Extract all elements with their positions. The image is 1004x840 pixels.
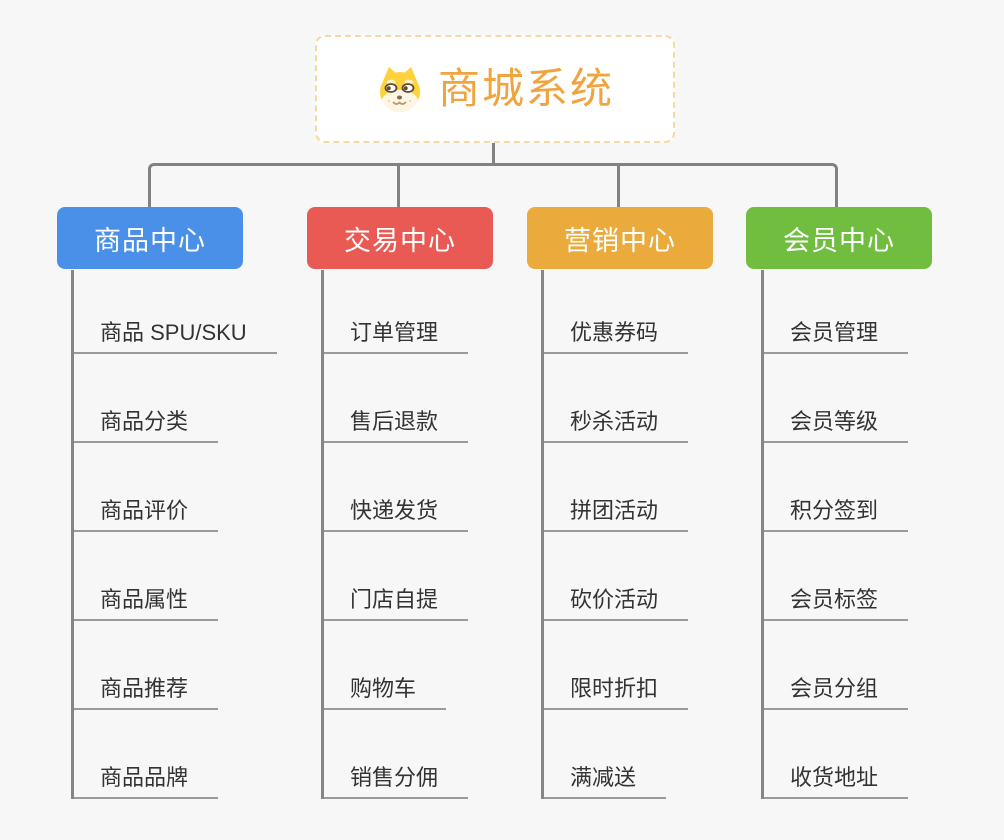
- leaf-item[interactable]: 商品评价: [74, 443, 277, 532]
- leaf-item[interactable]: 门店自提: [324, 532, 469, 621]
- leaf-item[interactable]: 购物车: [324, 621, 468, 710]
- leaf-label: 优惠券码: [544, 320, 689, 354]
- leaf-label: 快递发货: [324, 498, 469, 532]
- leaf-item[interactable]: 积分签到: [764, 443, 909, 532]
- leaf-label: 商品推荐: [74, 676, 219, 710]
- leaf-item[interactable]: 收货地址: [764, 710, 909, 799]
- leaf-label: 订单管理: [324, 320, 469, 354]
- leaf-label: 砍价活动: [544, 587, 689, 621]
- leaf-item[interactable]: 售后退款: [324, 354, 469, 443]
- root-title: 商城系统: [437, 65, 614, 112]
- leaf-item[interactable]: 快递发货: [324, 443, 469, 532]
- leaf-label: 销售分佣: [324, 765, 469, 799]
- leaf-item[interactable]: 优惠券码: [544, 270, 689, 354]
- leaf-label: 积分签到: [764, 498, 909, 532]
- leaf-item[interactable]: 商品推荐: [74, 621, 277, 710]
- leaf-item[interactable]: 销售分佣: [324, 710, 469, 799]
- branch-node-trade[interactable]: 交易中心: [307, 207, 493, 269]
- leaf-label: 售后退款: [324, 409, 469, 443]
- leaf-label: 商品品牌: [74, 765, 219, 799]
- leaf-item[interactable]: 会员分组: [764, 621, 909, 710]
- leaf-label: 商品评价: [74, 498, 219, 532]
- subtree-trade: 订单管理 售后退款 快递发货 门店自提 购物车 销售分佣: [321, 270, 469, 799]
- leaf-label: 限时折扣: [544, 676, 689, 710]
- leaf-item[interactable]: 秒杀活动: [544, 354, 689, 443]
- branch-node-marketing[interactable]: 营销中心: [527, 207, 713, 269]
- branch-drop-line: [617, 165, 620, 207]
- leaf-item[interactable]: 商品属性: [74, 532, 277, 621]
- leaf-item[interactable]: 限时折扣: [544, 621, 689, 710]
- leaf-item[interactable]: 商品品牌: [74, 710, 277, 799]
- leaf-item[interactable]: 会员管理: [764, 270, 909, 354]
- leaf-item[interactable]: 拼团活动: [544, 443, 689, 532]
- leaf-item[interactable]: 商品分类: [74, 354, 277, 443]
- leaf-label: 满减送: [544, 765, 667, 799]
- leaf-item[interactable]: 商品 SPU/SKU: [74, 270, 277, 354]
- branch-node-member[interactable]: 会员中心: [746, 207, 932, 269]
- leaf-item[interactable]: 会员标签: [764, 532, 909, 621]
- leaf-label: 商品分类: [74, 409, 219, 443]
- branch-drop-line: [397, 165, 400, 207]
- leaf-label: 商品属性: [74, 587, 219, 621]
- leaf-label: 购物车: [324, 676, 447, 710]
- branch-node-product[interactable]: 商品中心: [57, 207, 243, 269]
- leaf-item[interactable]: 会员等级: [764, 354, 909, 443]
- leaf-label: 门店自提: [324, 587, 469, 621]
- leaf-label: 商品 SPU/SKU: [74, 320, 277, 354]
- leaf-label: 会员分组: [764, 676, 909, 710]
- leaf-item[interactable]: 满减送: [544, 710, 688, 799]
- subtree-marketing: 优惠券码 秒杀活动 拼团活动 砍价活动 限时折扣 满减送: [541, 270, 689, 799]
- trunk-connector-line: [148, 163, 838, 207]
- leaf-label: 拼团活动: [544, 498, 689, 532]
- root-connector-line: [492, 141, 495, 164]
- leaf-label: 会员标签: [764, 587, 909, 621]
- leaf-label: 会员等级: [764, 409, 909, 443]
- leaf-label: 秒杀活动: [544, 409, 689, 443]
- root-node[interactable]: 商城系统: [315, 35, 675, 143]
- leaf-label: 收货地址: [764, 765, 909, 799]
- leaf-item[interactable]: 砍价活动: [544, 532, 689, 621]
- doge-icon: [376, 65, 424, 113]
- leaf-label: 会员管理: [764, 320, 909, 354]
- subtree-member: 会员管理 会员等级 积分签到 会员标签 会员分组 收货地址: [761, 270, 909, 799]
- subtree-product: 商品 SPU/SKU 商品分类 商品评价 商品属性 商品推荐 商品品牌: [71, 270, 277, 799]
- leaf-item[interactable]: 订单管理: [324, 270, 469, 354]
